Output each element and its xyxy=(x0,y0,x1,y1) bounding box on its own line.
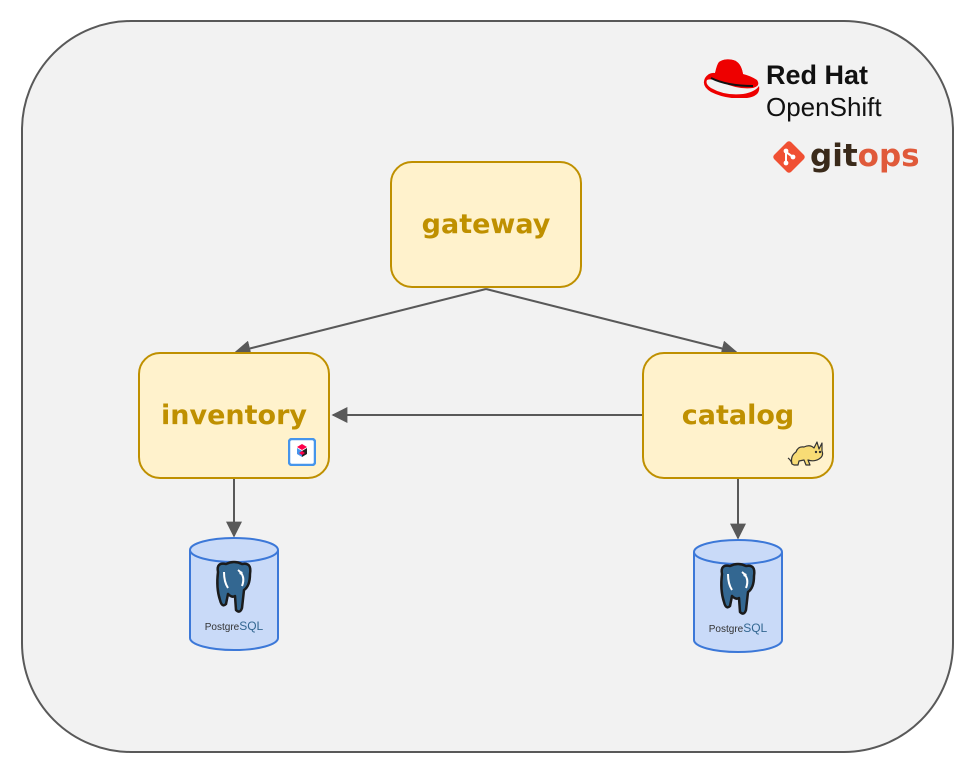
postgresql-elephant-icon xyxy=(720,562,756,615)
catalog-service: catalog xyxy=(642,352,834,479)
tomcat-icon xyxy=(787,441,824,466)
inventory-database: PostgreSQL xyxy=(189,537,279,651)
git-icon xyxy=(773,141,805,173)
inventory-db-label-a: Postgre xyxy=(205,622,240,633)
inventory-db-label-b: SQL xyxy=(239,619,263,633)
gitops-wordmark: gitops xyxy=(810,138,920,174)
postgresql-elephant-icon xyxy=(216,560,252,613)
catalog-db-label-a: Postgre xyxy=(709,624,744,635)
redhat-hat-icon xyxy=(703,59,760,98)
svg-text:PostgreSQL: PostgreSQL xyxy=(205,619,264,633)
catalog-database: PostgreSQL xyxy=(693,539,783,653)
inventory-service: inventory xyxy=(138,352,330,479)
quarkus-icon xyxy=(288,438,316,466)
catalog-label: catalog xyxy=(681,400,795,431)
inventory-label: inventory xyxy=(161,400,307,431)
catalog-db-label-b: SQL xyxy=(743,621,767,635)
gitops-ops-text: ops xyxy=(857,138,920,174)
openshift-wordmark: OpenShift xyxy=(766,92,882,122)
arrow-gateway-to-inventory xyxy=(234,288,487,357)
gateway-label: gateway xyxy=(421,209,551,240)
redhat-wordmark: Red Hat xyxy=(766,60,869,90)
svg-text:PostgreSQL: PostgreSQL xyxy=(709,621,768,635)
arrow-gateway-to-catalog xyxy=(485,288,738,357)
gateway-service: gateway xyxy=(390,161,582,288)
gitops-git-text: git xyxy=(810,138,858,174)
